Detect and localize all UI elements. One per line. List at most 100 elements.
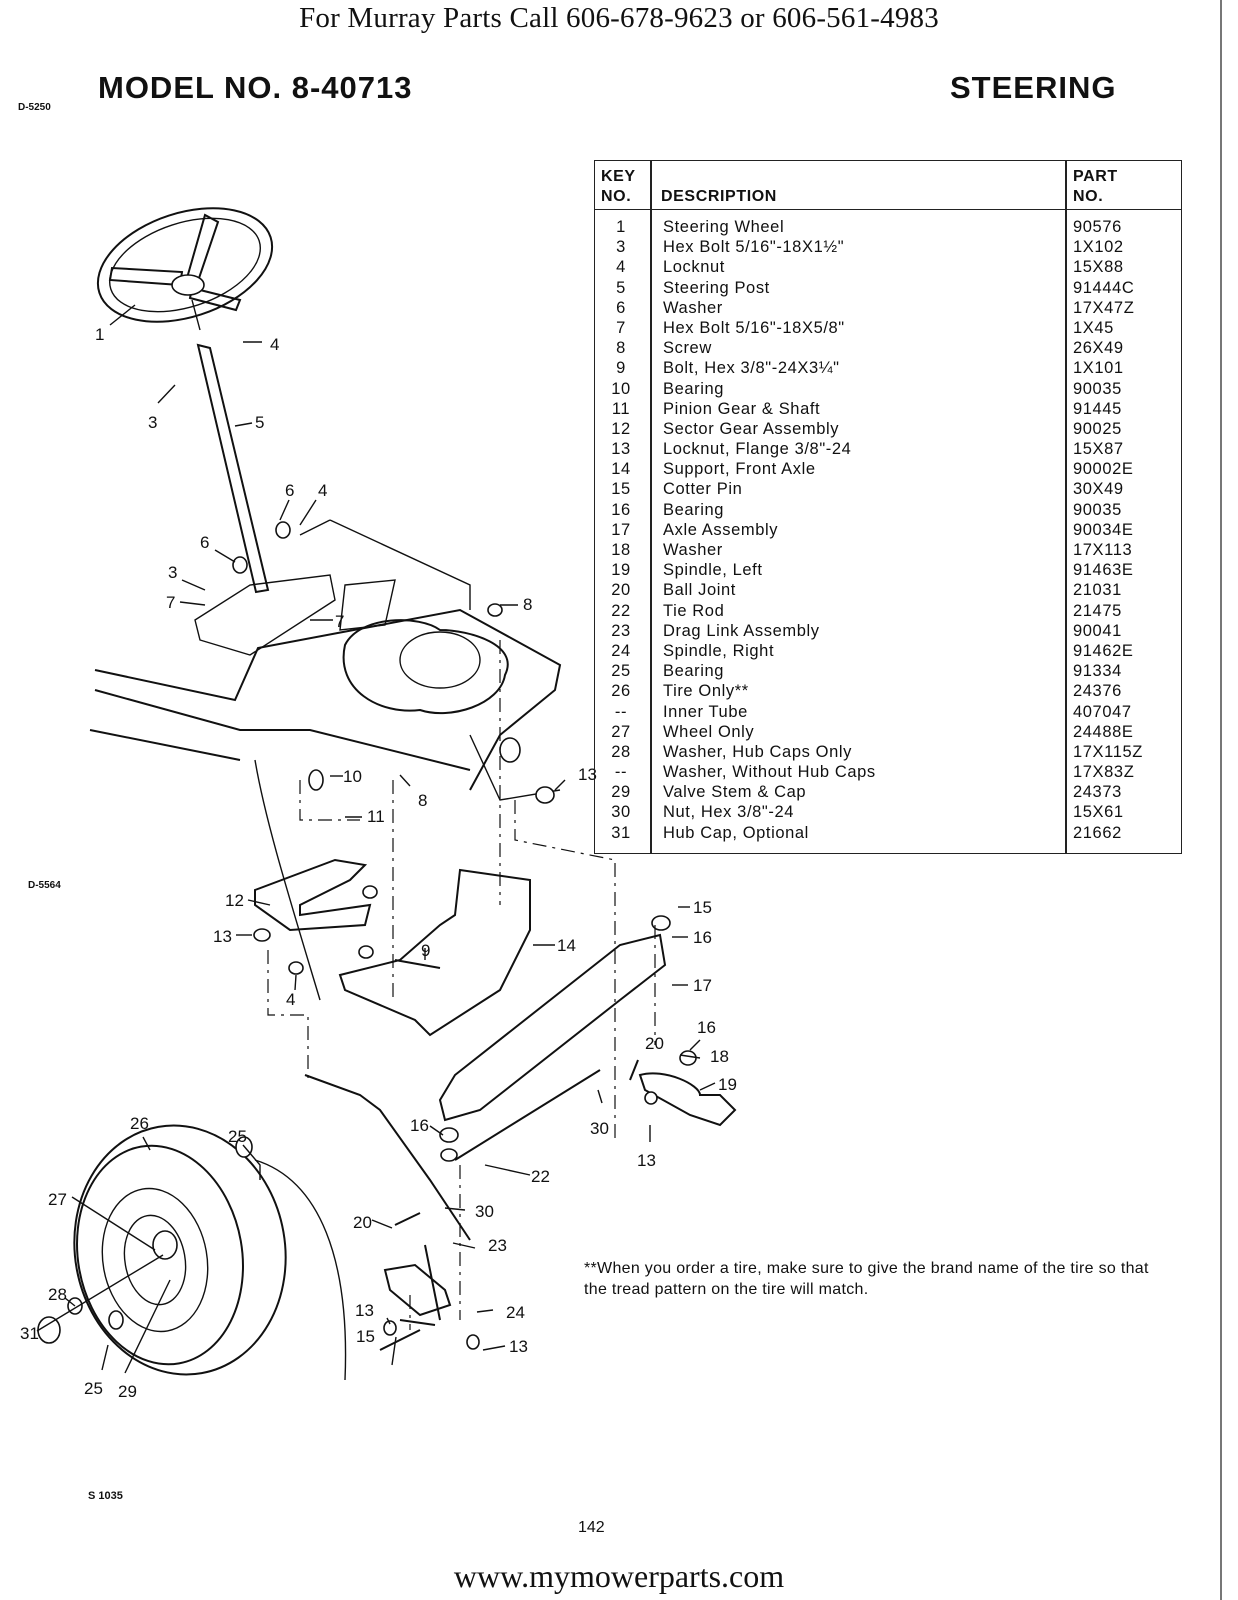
description-cell: Hex Bolt 5/16"-18X1½": [663, 238, 845, 257]
part-number-cell: 21475: [1073, 601, 1122, 620]
part-number-cell: 90035: [1073, 500, 1122, 519]
description-cell: Hex Bolt 5/16"-18X5/8": [663, 318, 845, 337]
callout-24: 24: [506, 1303, 525, 1322]
header-description: DESCRIPTION: [661, 188, 777, 205]
callout-3b: 3: [168, 563, 177, 582]
part-number-cell: 407047: [1073, 702, 1132, 721]
wheel-tire-drawing: [73, 1124, 347, 1381]
key-cell: 18: [611, 541, 631, 559]
part-number-cell: 26X49: [1073, 339, 1124, 358]
column-divider: [1065, 161, 1067, 853]
description-cell: Wheel Only: [663, 722, 755, 741]
callout-6b: 6: [200, 533, 209, 552]
description-cell: Inner Tube: [663, 702, 748, 721]
callout-12: 12: [225, 891, 244, 910]
callout-22: 22: [531, 1167, 550, 1186]
description-cell: Bearing: [663, 379, 725, 398]
callout-14: 14: [557, 936, 576, 955]
key-cell: 13: [611, 440, 631, 459]
key-cell: 20: [611, 581, 631, 600]
callout-30b: 30: [475, 1202, 494, 1221]
description-cell: Locknut, Flange 3/8"-24: [663, 440, 852, 459]
callout-10: 10: [343, 767, 362, 786]
callout-16b: 16: [697, 1018, 716, 1037]
description-cell: Washer, Without Hub Caps: [663, 763, 876, 782]
key-cell: 17: [611, 520, 631, 539]
part-number-cell: 17X83Z: [1073, 763, 1135, 782]
key-cell: 30: [611, 803, 631, 822]
part-number-cell: 17X113: [1073, 541, 1133, 559]
description-cell: Locknut: [663, 258, 725, 277]
callout-13e: 13: [509, 1337, 528, 1356]
description-cell: Cotter Pin: [663, 480, 743, 499]
description-cell: Pinion Gear & Shaft: [663, 399, 821, 418]
part-number-cell: 90035: [1073, 379, 1122, 398]
part-number-cell: 90002E: [1073, 460, 1134, 479]
part-number-cell: 91445: [1073, 399, 1122, 418]
frame-drawing: [89, 519, 562, 1001]
callout-29: 29: [118, 1382, 137, 1401]
model-number-title: MODEL NO. 8-40713: [98, 70, 413, 105]
column-divider: [650, 161, 652, 853]
page-number: 142: [578, 1519, 605, 1536]
description-cell: Support, Front Axle: [663, 460, 816, 479]
callout-1: 1: [95, 325, 104, 344]
key-cell: 28: [611, 742, 631, 761]
part-number-cell: 15X87: [1073, 440, 1124, 459]
callout-numbers: 1 4 3 5 6 4 6 3 7 7 8 10 13 8 11 12 13 9…: [20, 325, 737, 1401]
part-number-cell: 91462E: [1073, 641, 1134, 660]
callout-26: 26: [130, 1114, 149, 1133]
callout-18: 18: [710, 1047, 729, 1066]
description-cell: Tire Only**: [663, 682, 749, 701]
callout-4c: 4: [286, 990, 295, 1009]
part-number-cell: 17X47Z: [1073, 298, 1135, 317]
part-number-cell: 24488E: [1073, 722, 1134, 741]
callout-15a: 15: [693, 898, 712, 917]
callout-13a: 13: [578, 765, 597, 784]
part-number-cell: 15X61: [1073, 803, 1124, 822]
key-cell: 7: [616, 318, 626, 337]
steering-post-drawing: [196, 343, 270, 594]
description-cell: Valve Stem & Cap: [663, 783, 807, 802]
assembly-centerlines: [267, 640, 656, 1330]
callout-8a: 8: [523, 595, 532, 614]
spindle-right-drawing: [379, 1244, 452, 1351]
description-cell: Washer: [663, 298, 723, 317]
part-number-cell: 24376: [1073, 682, 1122, 701]
part-number-cell: 90576: [1073, 218, 1122, 236]
part-number-cell: 1X102: [1073, 238, 1124, 257]
part-number-cell: 21662: [1073, 823, 1122, 842]
key-cell: --: [614, 763, 628, 782]
description-cell: Bearing: [663, 500, 725, 519]
description-cell: Spindle, Right: [663, 641, 775, 660]
callout-31: 31: [20, 1324, 39, 1343]
drawing-code-bottom: S 1035: [88, 1490, 123, 1502]
tire-order-note: **When you order a tire, make sure to gi…: [584, 1260, 1149, 1298]
key-cell: 5: [616, 278, 626, 297]
callout-13b: 13: [213, 927, 232, 946]
description-cell: Sector Gear Assembly: [663, 419, 840, 438]
key-cell: 14: [611, 460, 631, 479]
callout-6a: 6: [285, 481, 294, 500]
